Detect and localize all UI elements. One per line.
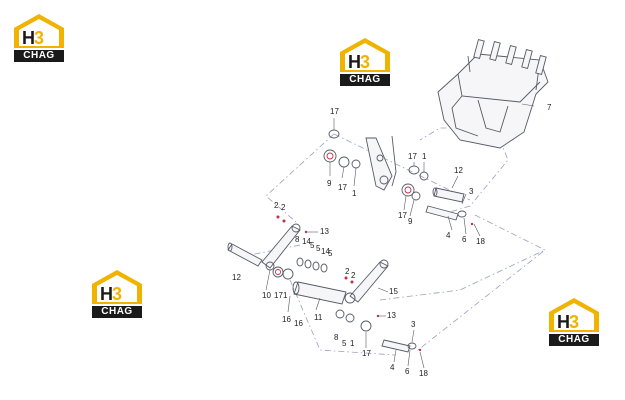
brand-logo-left: H3 CHAG (88, 268, 146, 318)
callout-label: 12 (232, 273, 241, 282)
callout-label: 12 (454, 166, 463, 175)
callout-label: 5 (316, 244, 321, 253)
callout-label: 3 (411, 320, 416, 329)
callout-label: 2 (274, 201, 279, 210)
pin-12-upper (432, 187, 465, 203)
callout-label: 18 (419, 369, 428, 378)
link-part-upper (261, 223, 301, 269)
callout-label: 17 (398, 211, 407, 220)
pin-4-lower (381, 339, 411, 353)
logo-mark: H3 (22, 28, 44, 48)
callout-label: 13 (387, 311, 396, 320)
callout-label: 2 (351, 271, 356, 280)
callout-label: 17 (330, 107, 339, 116)
callout-label: 1 (350, 339, 355, 348)
assembly-dashed-lines (249, 127, 546, 356)
callout-labels: 17 7 9 17 1 17 1 12 3 17 9 4 6 18 2 2 13… (232, 103, 552, 378)
callout-label: 11 (314, 313, 323, 322)
logo-plate: CHAG (340, 74, 390, 86)
callout-label: 14 (302, 237, 311, 246)
callout-label: 5 (342, 339, 347, 348)
callout-label: 9 (327, 179, 332, 188)
house-roof-icon (549, 298, 599, 332)
logo-plate: CHAG (92, 306, 142, 318)
house-roof-icon (14, 14, 64, 48)
callout-label: 17 (408, 152, 417, 161)
callout-label: 13 (320, 227, 329, 236)
link-part-lower (349, 259, 389, 303)
house-roof-icon (92, 270, 142, 304)
callout-label: 17 (362, 349, 371, 358)
pin-11-shaft (292, 281, 347, 305)
logo-mark: H3 (100, 284, 122, 304)
callout-label: 2 (345, 267, 350, 276)
callout-label: 8 (334, 333, 339, 342)
callout-label: 5 (328, 249, 333, 258)
callout-label: 5 (310, 241, 315, 250)
callout-label: 17 (338, 183, 347, 192)
callout-label: 3 (469, 187, 474, 196)
callout-label: 4 (390, 363, 395, 372)
callout-label: 1 (283, 291, 288, 300)
callout-label: 18 (476, 237, 485, 246)
callout-label: 1 (422, 152, 427, 161)
callout-label: 16 (294, 319, 303, 328)
logo-plate: CHAG (549, 334, 599, 346)
logo-mark: H3 (348, 52, 370, 72)
callout-label: 14 (321, 247, 330, 256)
leader-lines (265, 103, 535, 369)
callout-label: 17 (274, 291, 283, 300)
logo-plate: CHAG (14, 50, 64, 62)
house-roof-icon (340, 38, 390, 72)
callout-label: 4 (446, 231, 451, 240)
bucket-teeth (473, 38, 547, 76)
callout-label: 1 (352, 189, 357, 198)
brand-logo-top-center: H3 CHAG (336, 36, 394, 86)
bucket-part (437, 38, 549, 149)
callout-label: 6 (462, 235, 467, 244)
callout-label: 2 (281, 203, 286, 212)
seal-rings (275, 152, 412, 275)
callout-label: 8 (295, 235, 300, 244)
callout-label: 9 (408, 217, 413, 226)
brand-logo-top-left: H3 CHAG (10, 12, 68, 62)
callout-label: 6 (405, 367, 410, 376)
callout-label: 10 (262, 291, 271, 300)
logo-mark: H3 (557, 312, 579, 332)
brand-logo-right: H3 CHAG (545, 296, 603, 346)
callout-label: 7 (547, 103, 552, 112)
pin-12-lower (227, 242, 263, 267)
pin-4-upper (425, 205, 459, 221)
callout-label: 15 (389, 287, 398, 296)
callout-label: 16 (282, 315, 291, 324)
arm-part (365, 135, 397, 191)
